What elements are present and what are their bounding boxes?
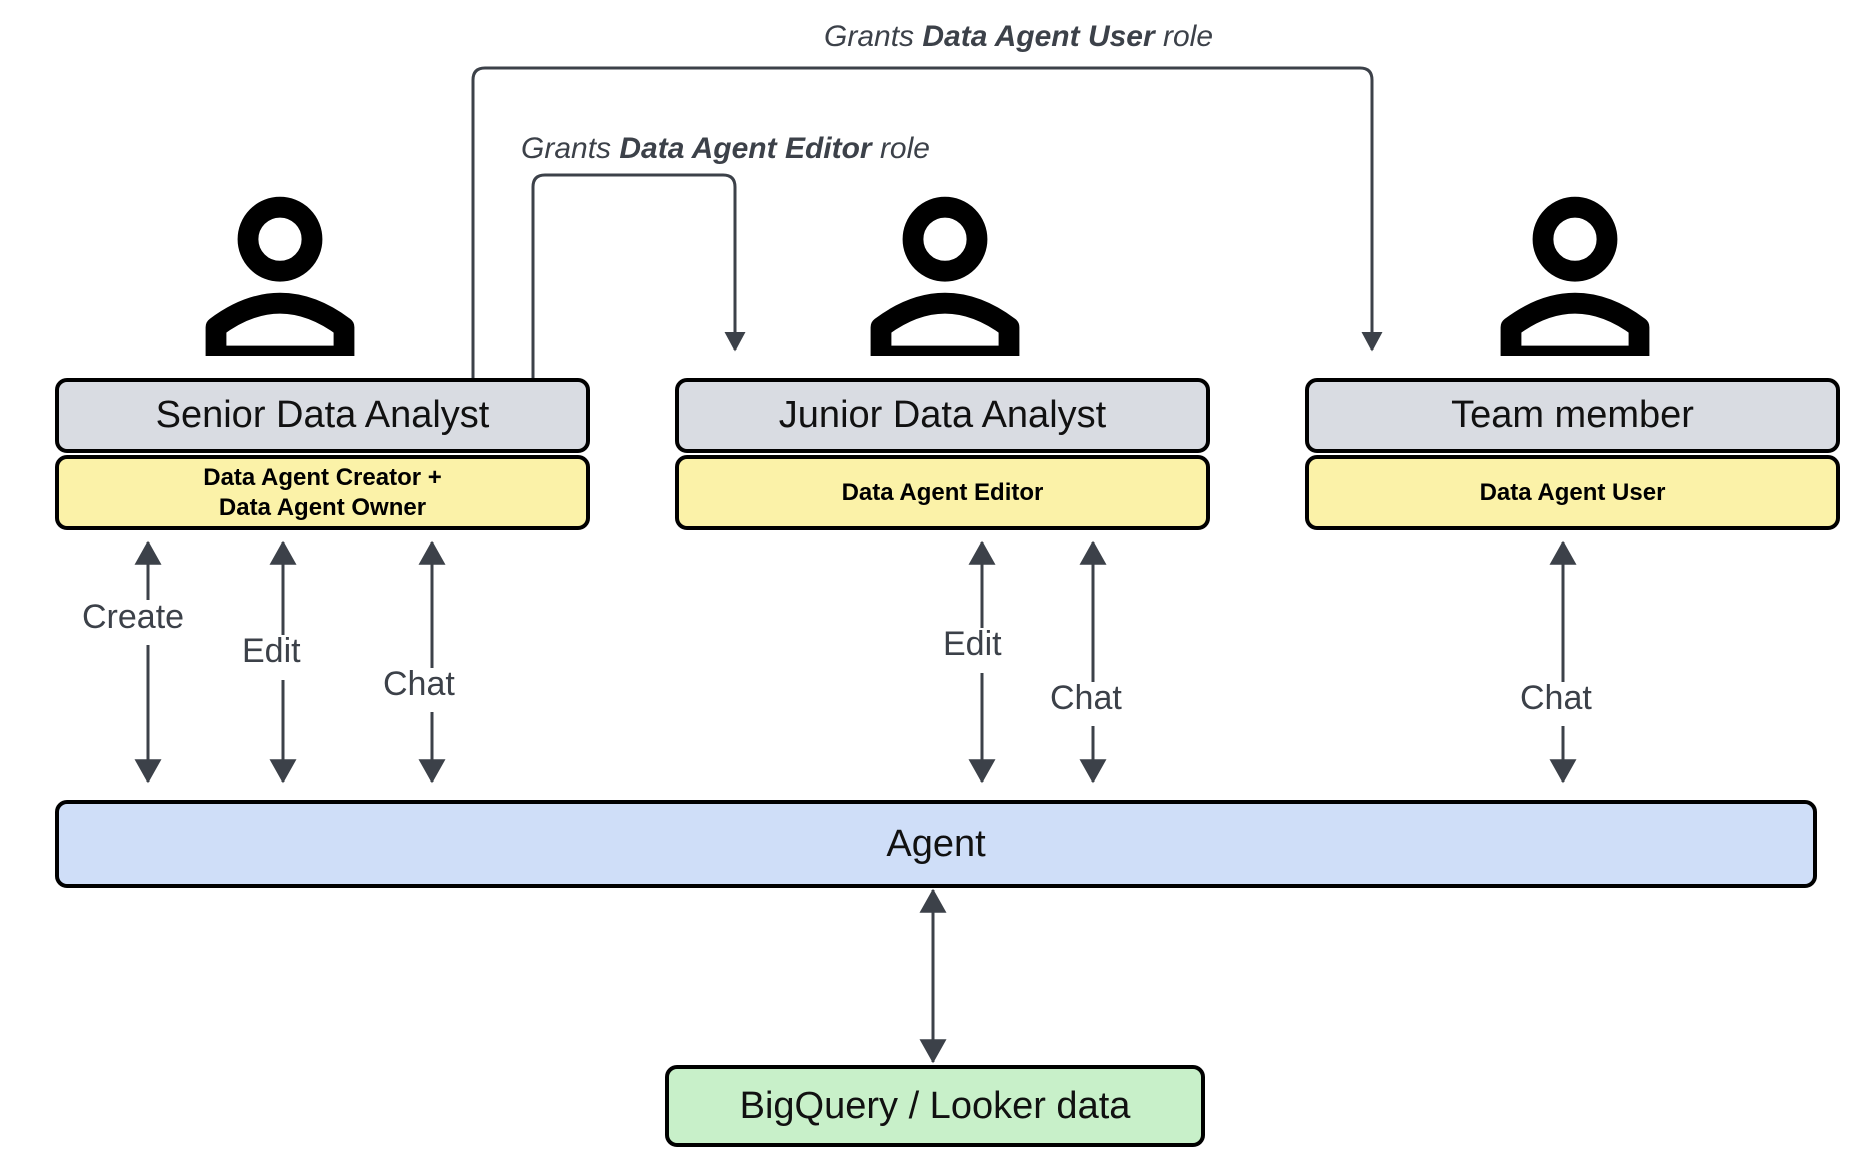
role-line-1: Data Agent Editor: [841, 478, 1044, 506]
grant-user-suffix: role: [1154, 20, 1214, 53]
grant-user-prefix: Grants: [824, 20, 923, 53]
persona-role-junior-data-analyst[interactable]: Data Agent Editor: [675, 455, 1210, 530]
persona-title-junior-data-analyst[interactable]: Junior Data Analyst: [675, 378, 1210, 453]
connector-grant-user: [471, 66, 1383, 378]
persona-role-senior-data-analyst[interactable]: Data Agent Creator + Data Agent Owner: [55, 455, 590, 530]
persona-title-senior-data-analyst[interactable]: Senior Data Analyst: [55, 378, 590, 453]
agent-node[interactable]: Agent: [55, 800, 1817, 888]
grant-editor-prefix: Grants: [521, 132, 620, 165]
edge-label-senior-chat: Chat: [383, 665, 455, 703]
grant-user-role: Data Agent User: [922, 20, 1155, 53]
edge-label-team-chat: Chat: [1520, 679, 1592, 717]
edge-label-junior-edit: Edit: [943, 625, 1002, 663]
role-line-2: Data Agent Owner: [218, 493, 427, 521]
edge-label-junior-chat: Chat: [1050, 679, 1122, 717]
persona-role-team-member[interactable]: Data Agent User: [1305, 455, 1840, 530]
role-line-1: Data Agent Creator +: [203, 464, 442, 492]
role-line-1: Data Agent User: [1479, 478, 1666, 506]
grant-label-editor: Grants Data Agent Editor role: [521, 132, 930, 166]
grant-editor-suffix: role: [871, 132, 930, 165]
datasource-node[interactable]: BigQuery / Looker data: [665, 1065, 1205, 1147]
connector-grant-editor: [531, 173, 746, 378]
person-icon: [200, 196, 360, 367]
grant-label-user: Grants Data Agent User role: [824, 20, 1213, 54]
person-icon: [1495, 196, 1655, 367]
grant-editor-role: Data Agent Editor: [619, 132, 872, 165]
edge-label-senior-create: Create: [82, 598, 185, 636]
edge-label-senior-edit: Edit: [242, 632, 301, 670]
person-icon: [865, 196, 1025, 367]
persona-title-team-member[interactable]: Team member: [1305, 378, 1840, 453]
